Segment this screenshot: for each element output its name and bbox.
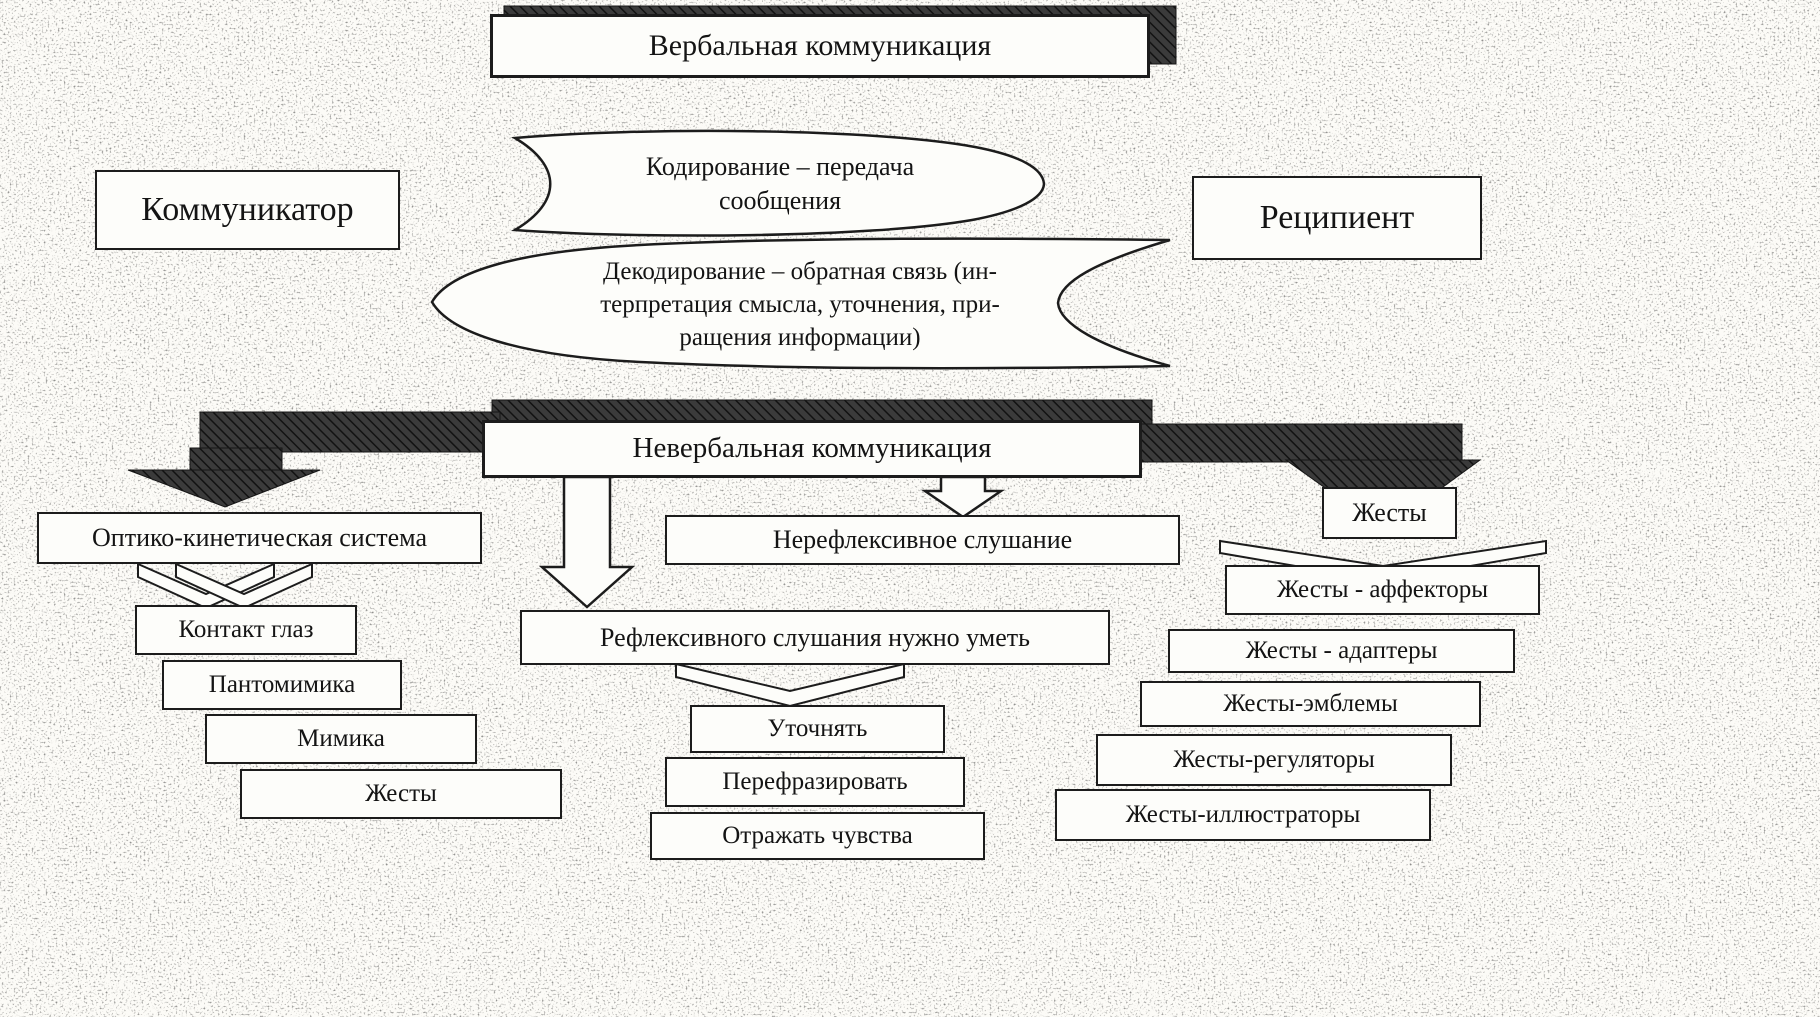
chevron-under-optical-left [137,562,275,610]
nonverbal-right-arm [1139,423,1463,463]
nonverbal-left-arm [199,411,501,453]
chevron-under-reflexive [675,662,905,708]
optical-item-pantomime: Пантомимика [162,660,402,710]
gestures-box: Жесты [1322,487,1457,539]
left-dark-arrow-head [127,469,321,508]
communicator-box: Коммуникатор [95,170,400,250]
listening-skill-paraphrase: Перефразировать [665,757,965,807]
listening-skill-reflect-feelings: Отражать чувства [650,812,985,860]
listening-skill-clarify: Уточнять [690,705,945,753]
nonreflexive-listening-box: Нерефлексивное слушание [665,515,1180,565]
decode-ribbon-label: Декодирование – обратная связь (ин- терп… [600,257,1000,351]
gestures-item-illustrators: Жесты-иллюстраторы [1055,789,1431,841]
encode-ribbon-label: Кодирование – передача сообщения [645,151,915,215]
optical-item-gestures: Жесты [240,769,562,819]
reflexive-listening-box: Рефлексивного слушания нужно уметь [520,610,1110,665]
gestures-item-regulators: Жесты-регуляторы [1096,734,1452,786]
optical-item-eye-contact: Контакт глаз [135,605,357,655]
optical-kinetic-system-box: Оптико-кинетическая система [37,512,482,564]
gestures-item-adapters: Жесты - адаптеры [1168,629,1515,673]
down-arrow-to-reflexive [538,475,636,609]
gestures-item-affectors: Жесты - аффекторы [1225,565,1540,615]
decode-ribbon-shape [430,237,1171,370]
verbal-communication-box: Вербальная коммуникация [490,14,1150,78]
optical-item-mimics: Мимика [205,714,477,764]
chevron-under-optical-right [175,562,313,610]
gestures-item-emblems: Жесты-эмблемы [1140,681,1481,727]
encode-ribbon-shape [510,129,1046,237]
nonverbal-communication-box: Невербальная коммуникация [482,420,1142,478]
recipient-box: Реципиент [1192,176,1482,260]
down-arrow-to-nonreflexive [920,475,1006,519]
